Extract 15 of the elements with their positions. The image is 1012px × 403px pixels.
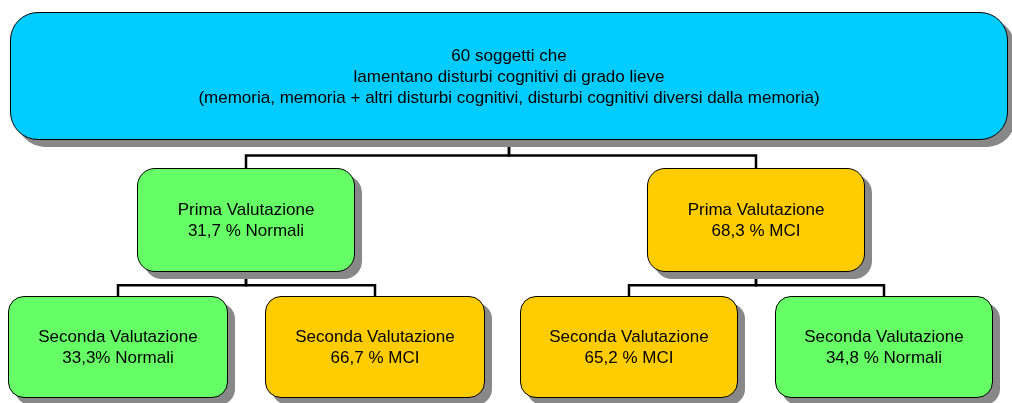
node-text: (memoria, memoria + altri disturbi cognitivi, disturbi cognitivi diversi dalla memoria) (198, 86, 820, 108)
node-text: Seconda Valutazione (38, 326, 198, 347)
node-text: Prima Valutazione (177, 199, 315, 220)
node-text: lamentano disturbi cognitivi di grado lieve (353, 65, 665, 87)
node-text: Prima Valutazione (687, 199, 825, 220)
node-text: 31,7 % Normali (187, 220, 305, 241)
node-text: 65,2 % MCI (584, 347, 674, 368)
node-text: 60 soggetti che (451, 44, 567, 66)
node-text: 68,3 % MCI (711, 220, 801, 241)
node-text: 34,8 % Normali (825, 347, 943, 368)
node-text: Seconda Valutazione (295, 326, 455, 347)
node-text: Seconda Valutazione (549, 326, 709, 347)
node-text: 66,7 % MCI (330, 347, 420, 368)
node-text: Seconda Valutazione (804, 326, 964, 347)
node-text: 33,3% Normali (62, 347, 174, 368)
